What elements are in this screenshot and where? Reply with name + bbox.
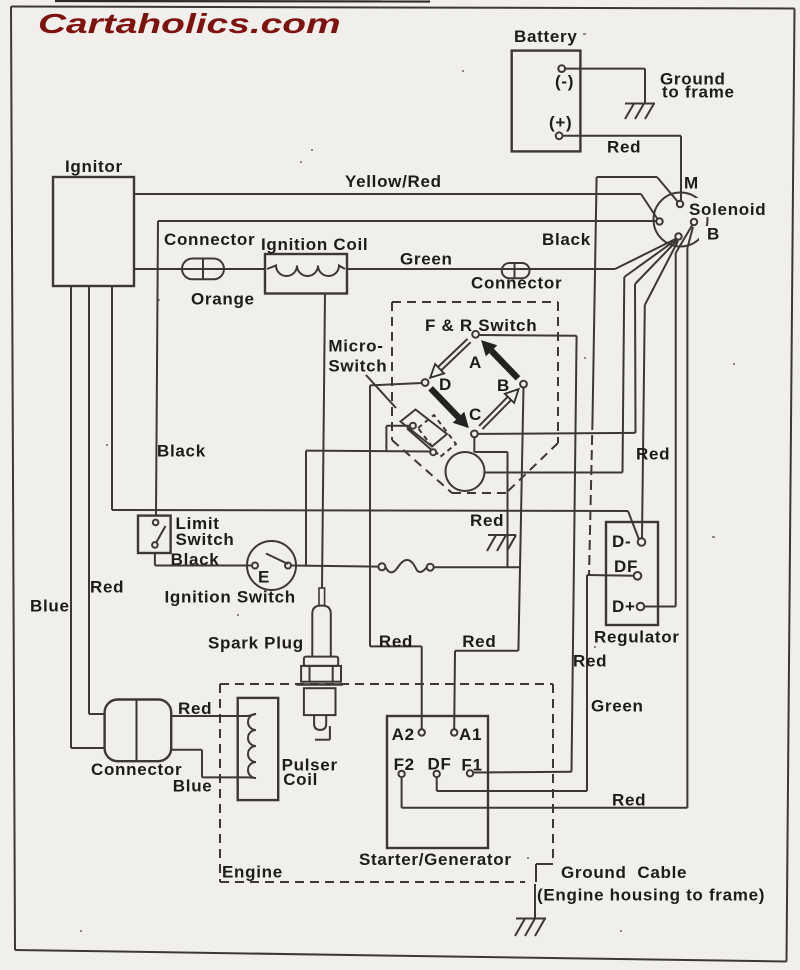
svg-text:Blue: Blue xyxy=(173,776,213,795)
svg-text:Micro-: Micro- xyxy=(328,336,383,355)
svg-text:F1: F1 xyxy=(461,756,482,775)
svg-text:Regulator: Regulator xyxy=(594,628,680,647)
svg-text:Ignition Switch: Ignition Switch xyxy=(165,588,296,607)
svg-text:Yellow/Red: Yellow/Red xyxy=(345,172,442,191)
svg-text:E: E xyxy=(258,568,270,587)
svg-text:Engine: Engine xyxy=(222,863,283,882)
svg-text:Black: Black xyxy=(157,442,206,461)
svg-text:A2: A2 xyxy=(392,725,415,744)
svg-text:Pulser: Pulser xyxy=(282,756,338,775)
svg-text:Connector: Connector xyxy=(91,760,182,779)
svg-text:Red: Red xyxy=(636,445,670,464)
svg-text:Battery: Battery xyxy=(514,27,577,46)
svg-text:Ignitor: Ignitor xyxy=(65,157,123,176)
svg-text:(-): (-) xyxy=(555,72,574,91)
svg-text:Red: Red xyxy=(470,511,504,530)
svg-text:Coil: Coil xyxy=(283,770,318,789)
svg-text:M: M xyxy=(684,173,699,192)
svg-text:F & R Switch: F & R Switch xyxy=(425,316,537,335)
svg-text:A1: A1 xyxy=(459,725,482,744)
svg-text:Connector: Connector xyxy=(471,274,562,293)
svg-text:Red: Red xyxy=(462,632,496,651)
svg-text:D+: D+ xyxy=(612,597,636,616)
svg-text:Orange: Orange xyxy=(191,290,255,309)
svg-text:Starter/Generator: Starter/Generator xyxy=(359,850,512,869)
svg-text:Ignition Coil: Ignition Coil xyxy=(261,235,368,254)
svg-text:DF: DF xyxy=(614,557,638,576)
svg-text:Solenoid: Solenoid xyxy=(689,200,766,219)
svg-text:(+): (+) xyxy=(549,113,572,132)
svg-text:Ground: Ground xyxy=(660,70,726,89)
svg-text:Red: Red xyxy=(573,651,607,670)
svg-text:B: B xyxy=(497,376,510,395)
svg-text:(Engine housing to frame): (Engine housing to frame) xyxy=(537,886,765,905)
svg-text:C: C xyxy=(469,405,482,424)
svg-text:Switch: Switch xyxy=(176,530,235,549)
svg-text:Connector: Connector xyxy=(164,230,255,249)
svg-text:B: B xyxy=(707,224,720,243)
svg-text:Red: Red xyxy=(90,578,124,597)
svg-text:A: A xyxy=(469,353,482,372)
svg-text:to frame: to frame xyxy=(662,83,735,102)
svg-text:Green: Green xyxy=(400,250,453,269)
svg-text:Red: Red xyxy=(178,699,212,718)
svg-text:Red: Red xyxy=(379,632,413,651)
svg-text:Red: Red xyxy=(612,791,646,810)
svg-text:F2: F2 xyxy=(394,755,415,774)
svg-text:Cartaholics.com: Cartaholics.com xyxy=(38,8,341,39)
svg-text:Ground Cable: Ground Cable xyxy=(561,863,687,882)
svg-text:DF: DF xyxy=(428,755,452,774)
svg-text:Black: Black xyxy=(542,230,591,249)
svg-text:Spark Plug: Spark Plug xyxy=(208,634,304,653)
svg-text:Red: Red xyxy=(607,138,641,157)
svg-text:Limit: Limit xyxy=(176,514,220,533)
svg-text:Blue: Blue xyxy=(30,597,70,616)
svg-text:D: D xyxy=(439,375,452,394)
svg-text:Switch: Switch xyxy=(328,357,387,376)
svg-text:Black: Black xyxy=(171,550,220,569)
svg-text:Green: Green xyxy=(591,697,644,716)
svg-text:D-: D- xyxy=(612,532,631,551)
